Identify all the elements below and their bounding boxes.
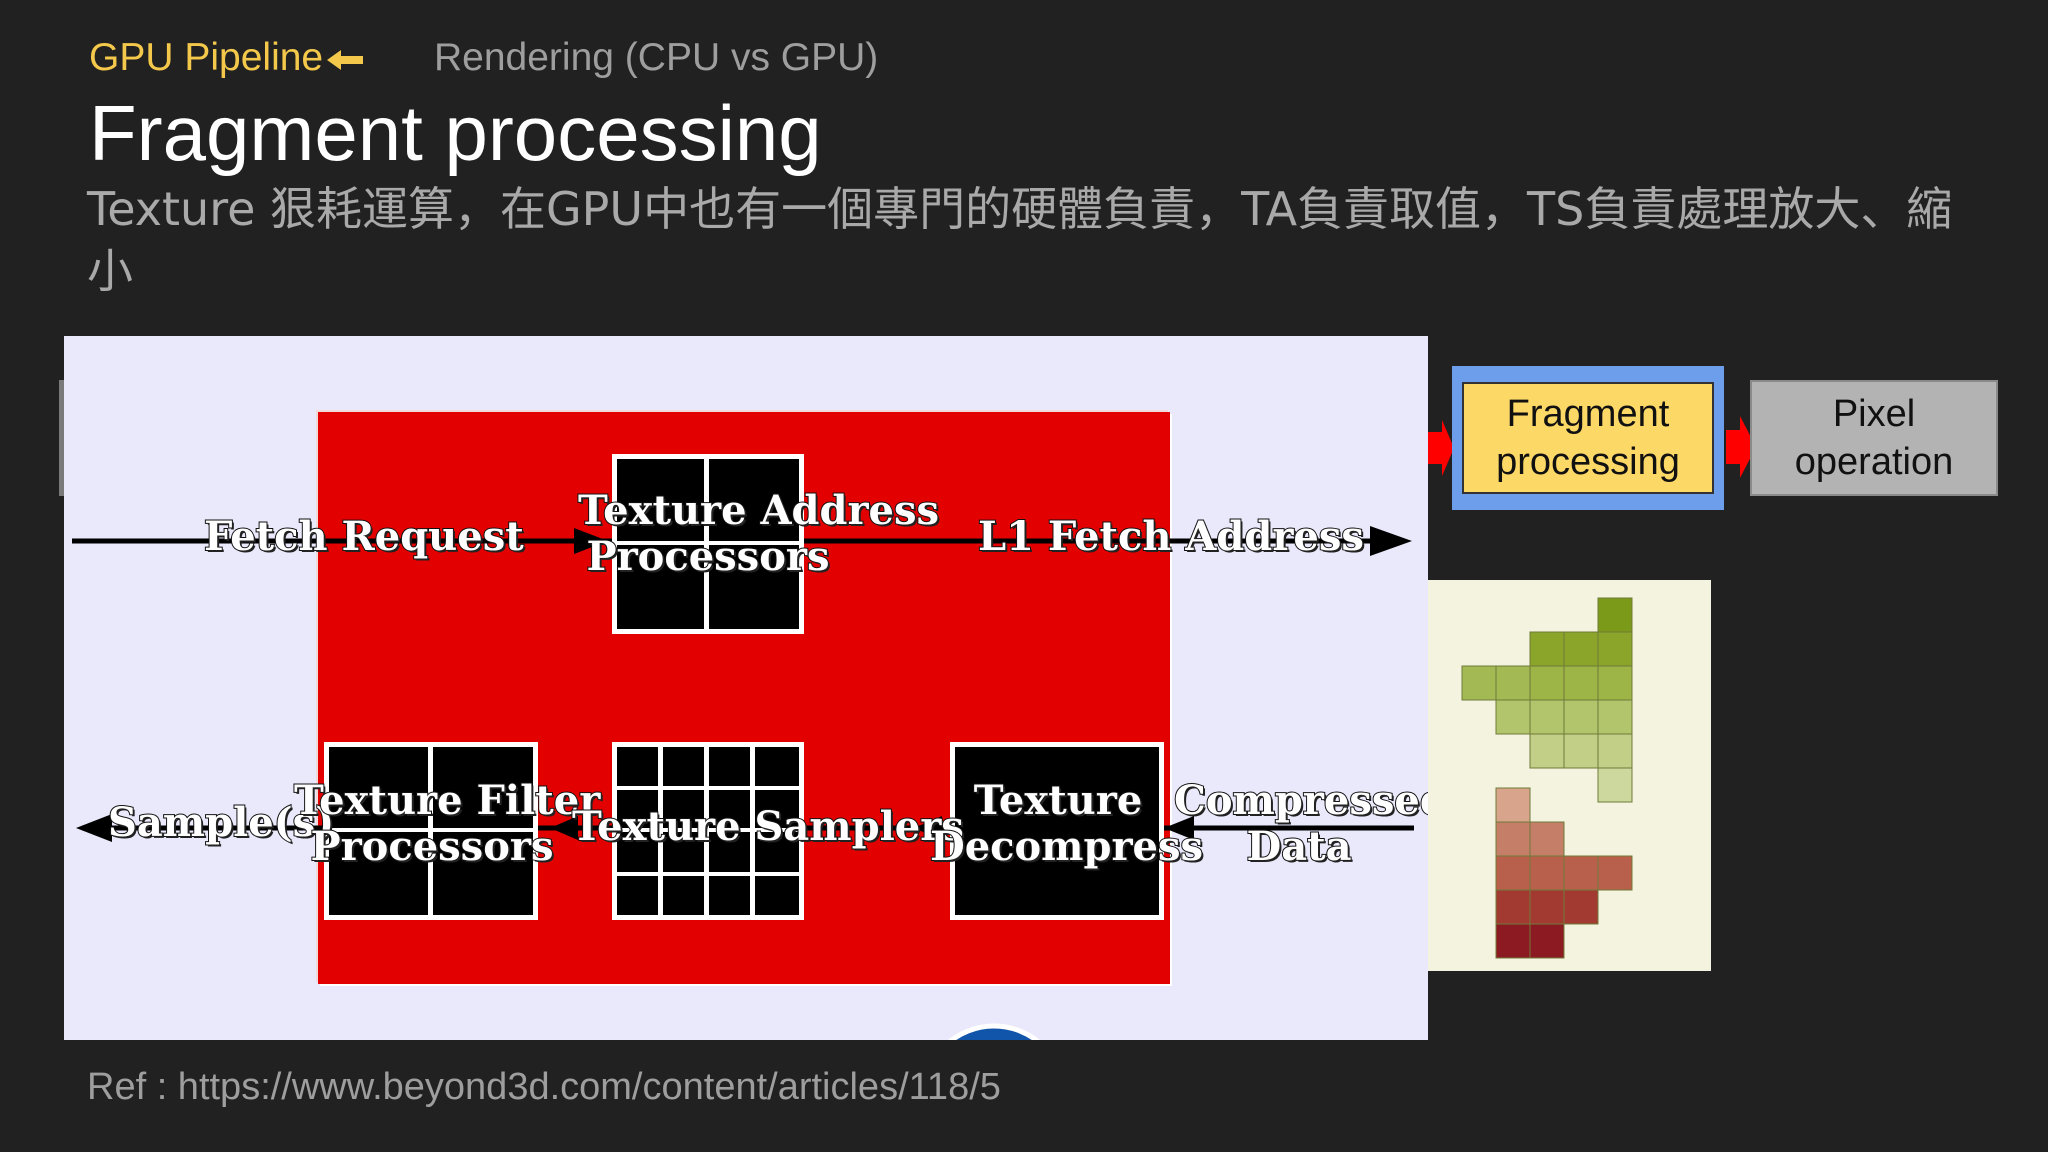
pixel-cell: [1563, 631, 1599, 667]
pixel-cell: [1495, 787, 1531, 823]
pixel-cell: [1529, 631, 1565, 667]
texture-decompress-chip: [950, 742, 1164, 920]
label-fetch-request: Fetch Request: [203, 513, 525, 561]
pixel-cell: [1597, 665, 1633, 701]
page-subtitle: Texture 狠耗運算，在GPU中也有一個專門的硬體負責，TA負責取值，TS負…: [87, 182, 1953, 298]
breadcrumb-current-label: GPU Pipeline: [89, 36, 324, 79]
pixel-cell: [1597, 855, 1633, 891]
breadcrumb-other[interactable]: Rendering (CPU vs GPU): [434, 36, 879, 79]
pixel-cell: [1495, 889, 1531, 925]
pixel-cell: [1461, 665, 1497, 701]
pixel-cell: [1597, 733, 1633, 769]
pixel-cell: [1495, 923, 1531, 959]
pixel-cell: [1563, 889, 1599, 925]
pixel-cell: [1495, 665, 1531, 701]
pixel-cell: [1597, 699, 1633, 735]
pixel-cell: [1529, 665, 1565, 701]
pixel-cell: [1597, 631, 1633, 667]
pixel-cell: [1563, 665, 1599, 701]
breadcrumb-current[interactable]: GPU Pipeline: [89, 36, 364, 80]
pipeline-arrow-out: [1726, 416, 1756, 478]
label-texture-decompress: Texture Decompress: [929, 777, 1204, 871]
diagram-arrows: [72, 526, 1414, 1040]
pixel-cell: [1529, 923, 1565, 959]
pixel-cell: [1495, 821, 1531, 857]
label-texture-filter: Texture Filter Processors: [293, 777, 601, 871]
pixel-cell: [1495, 855, 1531, 891]
page-title: Fragment processing: [89, 89, 822, 177]
pixel-cell: [1529, 699, 1565, 735]
label-samples: Sample(s): [107, 799, 335, 847]
label-texture-samplers: Texture Samplers: [571, 803, 965, 851]
stage-fragment-processing: Fragment processing: [1452, 366, 1724, 510]
pixel-cell: [1597, 597, 1633, 633]
pixel-cell: [1597, 767, 1633, 803]
label-compressed-data: Compressed Data: [1173, 777, 1428, 871]
pixel-grid: [1461, 597, 1633, 959]
label-l1-fetch-address: L1 Fetch Address: [977, 513, 1365, 561]
fragment-pixels-illustration: [1428, 580, 1711, 971]
pipeline-arrow-in: [1428, 420, 1454, 476]
pixel-cell: [1495, 699, 1531, 735]
pixel-cell: [1529, 821, 1565, 857]
pixel-cell: [1563, 733, 1599, 769]
previous-stage-edge: [59, 380, 64, 496]
pixel-cell: [1529, 733, 1565, 769]
pixel-cell: [1563, 699, 1599, 735]
arrow-left-icon: [327, 49, 364, 70]
pixel-cell: [1563, 855, 1599, 891]
stage-pixel-operation: Pixel operation: [1750, 380, 1998, 496]
reference-link[interactable]: Ref : https://www.beyond3d.com/content/a…: [87, 1066, 1001, 1108]
label-texture-address: Texture Address Processors: [577, 487, 940, 581]
pixel-cell: [1529, 855, 1565, 891]
pixel-cell: [1529, 889, 1565, 925]
texture-unit-diagram: Fetch Request Texture Address Processors…: [64, 336, 1428, 1040]
